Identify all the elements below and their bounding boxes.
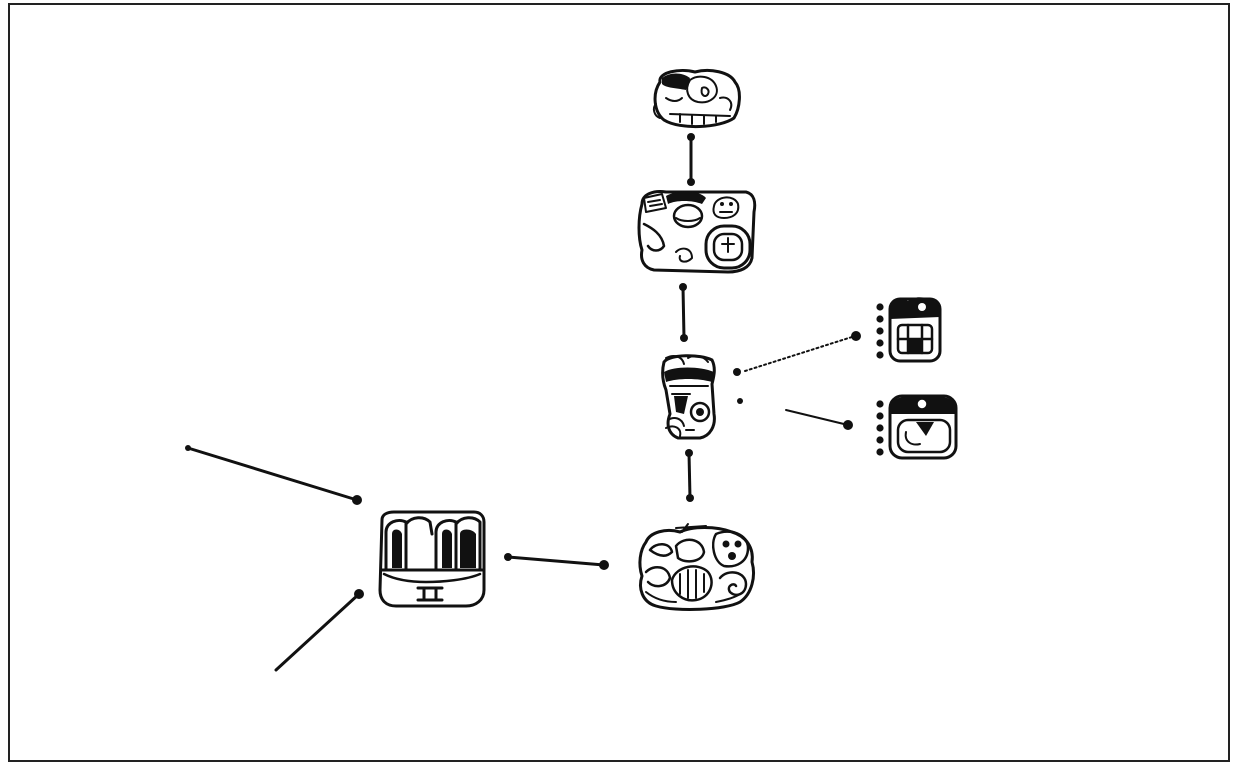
connector-center-to-right-upper [733,331,861,376]
glyph-center-figure [661,354,716,440]
connector-top-to-face [687,133,695,186]
connector-block-to-monkey [504,553,609,570]
connector-center-to-right-lower [737,398,853,430]
glyph-right-lower-numbered [876,394,958,460]
glyph-top-head [652,68,741,129]
glyph-left-block [378,510,486,608]
glyph-face-with-cartouche [637,190,757,274]
connector-face-to-center [679,283,688,342]
glyph-right-upper-numbered [876,297,942,363]
connector-block-to-lower-left [274,589,364,672]
glyph-bottom-monkey [638,523,755,611]
connector-center-to-monkey [685,449,694,502]
connector-block-to-upper-left [185,445,362,505]
frame-border [8,3,1230,762]
